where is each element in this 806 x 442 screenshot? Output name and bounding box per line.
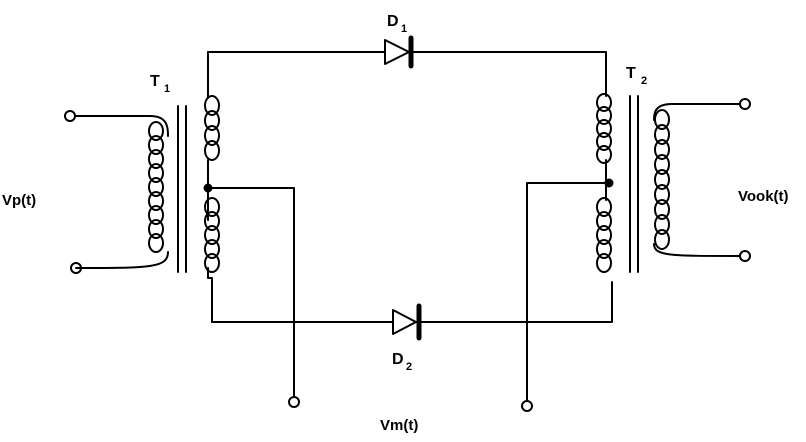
t1-secondary-winding [207, 51, 295, 397]
vook-terminal-bottom[interactable] [739, 250, 751, 262]
vook-label: Vook(t) [738, 188, 789, 205]
t1-secondary-lower-coil [204, 197, 220, 273]
t2-primary-upper-coil [596, 93, 612, 164]
d2-label-subscript: 2 [406, 361, 412, 373]
t1-label-subscript: 1 [164, 83, 170, 95]
vm-label: Vm(t) [380, 417, 418, 434]
t1-secondary-upper-coil [204, 95, 220, 161]
t1-primary-coil-turn [148, 205, 164, 225]
t2-secondary-coil-turn [654, 184, 670, 205]
t1-secondary-upper-coil-turn [204, 125, 220, 146]
bottom-wire [211, 281, 613, 323]
t2-primary-upper-coil-turn [596, 132, 612, 151]
t2-primary-lower-coil-turn [596, 197, 612, 217]
t2-core [629, 95, 639, 273]
vm-terminal-right[interactable] [521, 400, 533, 412]
t1-secondary-lower-coil-turn [204, 253, 220, 273]
t1-primary-coil-turn [148, 233, 164, 253]
t1-secondary-lower-coil-turn [204, 197, 220, 217]
t2-center-tap-node [604, 178, 614, 188]
d1-label: D [387, 13, 399, 30]
vp-terminal-bottom[interactable] [70, 262, 82, 274]
t2-primary-upper-coil-turn [596, 119, 612, 138]
t1-primary-coil-turn [148, 121, 164, 141]
t2-primary-winding [526, 91, 607, 401]
t2-primary-upper-coil-turn [596, 106, 612, 125]
t2-secondary-coil-turn [654, 109, 670, 130]
diode-d2 [392, 303, 422, 341]
t2-primary-lower-coil-turn [596, 225, 612, 245]
t1-secondary-lower-coil-turn [204, 239, 220, 259]
t2-secondary-coil-turn [654, 229, 670, 250]
t1-secondary-lower-coil-turn [204, 211, 220, 231]
t1-secondary-upper-coil-turn [204, 110, 220, 131]
t2-primary-lower-coil [596, 197, 612, 273]
diode-d1 [384, 35, 414, 69]
vp-terminal-top[interactable] [64, 110, 76, 122]
t2-primary-upper-coil-turn [596, 93, 612, 112]
top-wire [207, 51, 607, 93]
t2-label: T [626, 65, 636, 82]
vm-terminal-left[interactable] [288, 396, 300, 408]
t1-primary-coil-turn [148, 135, 164, 155]
t1-secondary-upper-coil-turn [204, 140, 220, 161]
t2-secondary-coil-turn [654, 169, 670, 190]
t2-primary-lower-coil-turn [596, 253, 612, 273]
t1-primary-coil-turn [148, 219, 164, 239]
t1-primary-coil-turn [148, 163, 164, 183]
t2-primary-upper-coil-turn [596, 145, 612, 164]
t1-primary-coil-turn [148, 191, 164, 211]
t1-label: T [150, 73, 160, 90]
t2-secondary-coil-turn [654, 214, 670, 235]
t2-secondary-coil-turn [654, 139, 670, 160]
t2-secondary-coil-turn [654, 199, 670, 220]
t1-core [177, 105, 187, 273]
t2-secondary-coil-turn [654, 124, 670, 145]
t2-primary-lower-coil-turn [596, 211, 612, 231]
d2-label: D [392, 351, 404, 368]
t1-primary-coil-turn [148, 177, 164, 197]
t2-secondary-winding [653, 103, 741, 257]
t1-center-tap-node [203, 183, 213, 193]
t1-primary-coil-turn [148, 149, 164, 169]
t2-label-subscript: 2 [641, 75, 647, 87]
t1-primary-coil [148, 121, 164, 253]
vp-label: Vp(t) [2, 192, 36, 209]
vook-terminal-top[interactable] [739, 98, 751, 110]
t2-secondary-coil-turn [654, 154, 670, 175]
t1-secondary-lower-coil-turn [204, 225, 220, 245]
d1-label-subscript: 1 [401, 23, 407, 35]
t2-secondary-coil [654, 109, 670, 250]
t2-primary-lower-coil-turn [596, 239, 612, 259]
t1-primary-winding [75, 115, 169, 269]
t1-secondary-upper-coil-turn [204, 95, 220, 116]
